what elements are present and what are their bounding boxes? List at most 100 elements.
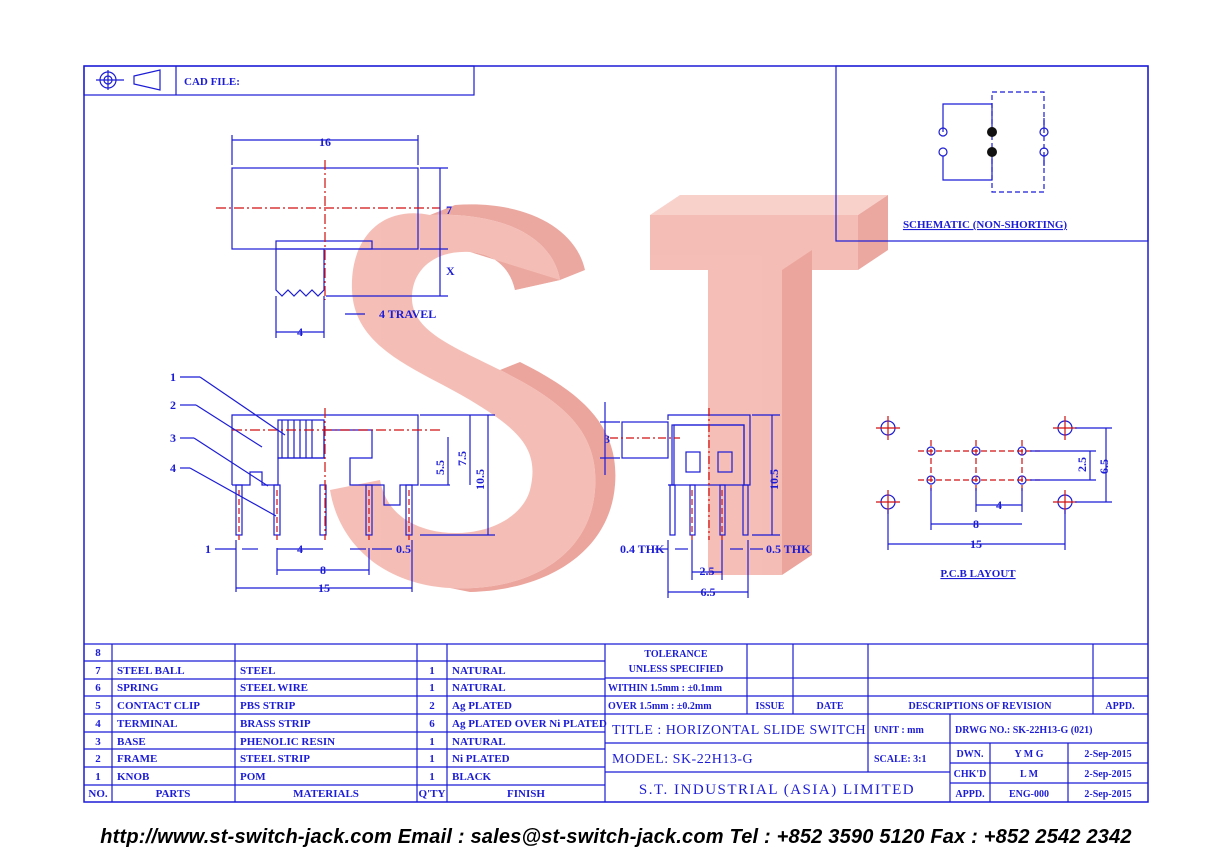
svg-text:Q'TY: Q'TY [419, 788, 446, 800]
contact-footer: http://www.st-switch-jack.com Email : sa… [100, 826, 1132, 848]
top-view [216, 135, 448, 338]
tolerance-block: TOLERANCE UNLESS SPECIFIED WITHIN 1.5mm … [608, 649, 723, 712]
dim-10-5: 10.5 [473, 469, 487, 490]
dim-side-6-5: 6.5 [701, 585, 716, 599]
model-number: MODEL: SK-22H13-G [612, 752, 753, 767]
svg-text:1: 1 [429, 771, 435, 783]
svg-text:7: 7 [95, 665, 101, 677]
svg-text:2-Sep-2015: 2-Sep-2015 [1084, 789, 1131, 800]
svg-text:2: 2 [95, 753, 101, 765]
dim-top-4: 4 [297, 325, 303, 339]
svg-text:Ag PLATED OVER Ni PLATED: Ag PLATED OVER Ni PLATED [452, 718, 607, 730]
dim-3: 3 [604, 432, 610, 446]
svg-text:MATERIALS: MATERIALS [293, 788, 359, 800]
dim-1: 1 [205, 542, 211, 556]
tolerance-title: TOLERANCE [644, 649, 707, 660]
svg-text:2-Sep-2015: 2-Sep-2015 [1084, 749, 1131, 760]
svg-text:KNOB: KNOB [117, 771, 150, 783]
tolerance-line-2: OVER 1.5mm : ±0.2mm [608, 701, 712, 712]
schematic-diagram: SCHEMATIC (NON-SHORTING) [835, 65, 1149, 242]
dim-5-5: 5.5 [433, 460, 447, 475]
svg-text:STEEL BALL: STEEL BALL [117, 665, 185, 677]
svg-text:1: 1 [429, 665, 435, 677]
svg-text:CHK'D: CHK'D [954, 769, 987, 780]
svg-text:CONTACT CLIP: CONTACT CLIP [117, 700, 200, 712]
svg-text:DESCRIPTIONS OF REVISION: DESCRIPTIONS OF REVISION [909, 701, 1053, 712]
dim-0-5: 0.5 [396, 542, 411, 556]
cad-file-label: CAD FILE: [184, 76, 240, 88]
svg-text:TERMINAL: TERMINAL [117, 718, 178, 730]
svg-text:DATE: DATE [816, 701, 843, 712]
sheet-border [83, 65, 1149, 803]
svg-text:DWN.: DWN. [957, 749, 984, 760]
dim-7-5: 7.5 [455, 451, 469, 466]
svg-text:FINISH: FINISH [507, 788, 545, 800]
svg-text:2: 2 [429, 700, 435, 712]
svg-text:FRAME: FRAME [117, 753, 157, 765]
parts-row-8: 8 [95, 647, 101, 659]
svg-text:PBS STRIP: PBS STRIP [240, 700, 296, 712]
side-view [600, 402, 780, 598]
svg-text:6: 6 [429, 718, 435, 730]
svg-text:1: 1 [429, 753, 435, 765]
parts-row-6: 6 SPRING STEEL WIRE 1 NATURAL [95, 682, 505, 694]
pcb-dim-2-5: 2.5 [1075, 457, 1089, 472]
svg-text:SPRING: SPRING [117, 682, 159, 694]
svg-text:BASE: BASE [117, 736, 146, 748]
dim-x: X [446, 264, 455, 278]
pcb-caption: P.C.B LAYOUT [940, 568, 1016, 580]
svg-text:APPD.: APPD. [1105, 701, 1135, 712]
svg-text:STEEL: STEEL [240, 665, 275, 677]
bottom-table-lines [84, 643, 1148, 802]
title-block: TITLE : HORIZONTAL SLIDE SWITCH UNIT : m… [612, 723, 1132, 800]
dim-0-5-thk: 0.5 THK [766, 542, 811, 556]
pcb-layout [876, 416, 1112, 550]
svg-text:PARTS: PARTS [156, 788, 191, 800]
svg-text:APPD.: APPD. [955, 789, 985, 800]
svg-text:PHENOLIC RESIN: PHENOLIC RESIN [240, 736, 335, 748]
svg-text:Ni PLATED: Ni PLATED [452, 753, 510, 765]
callout-1: 1 [170, 370, 176, 384]
svg-text:2-Sep-2015: 2-Sep-2015 [1084, 769, 1131, 780]
st-watermark-logo [330, 195, 888, 592]
pcb-dim-6-5: 6.5 [1097, 459, 1111, 474]
dim-16: 16 [319, 135, 331, 149]
svg-text:BLACK: BLACK [452, 771, 492, 783]
svg-text:1: 1 [429, 736, 435, 748]
svg-text:6: 6 [95, 682, 101, 694]
front-view [180, 376, 495, 592]
parts-table-header: NO. PARTS MATERIALS Q'TY FINISH [88, 788, 545, 800]
unit-label: UNIT : mm [874, 725, 924, 736]
parts-row-2: 2 FRAME STEEL STRIP 1 Ni PLATED [95, 753, 509, 765]
svg-text:STEEL STRIP: STEEL STRIP [240, 753, 310, 765]
svg-text:STEEL WIRE: STEEL WIRE [240, 682, 308, 694]
svg-text:BRASS STRIP: BRASS STRIP [240, 718, 311, 730]
svg-text:1: 1 [429, 682, 435, 694]
svg-text:4: 4 [95, 718, 101, 730]
svg-text:3: 3 [95, 736, 101, 748]
scale-label: SCALE: 3:1 [874, 754, 927, 765]
svg-text:POM: POM [240, 771, 266, 783]
header-strip: CAD FILE: [83, 65, 475, 96]
callout-4: 4 [170, 461, 176, 475]
parts-row-7: 7 STEEL BALL STEEL 1 NATURAL [95, 665, 505, 677]
pcb-dim-8: 8 [973, 517, 979, 531]
dim-4-travel: 4 TRAVEL [379, 307, 436, 321]
dim-front-8: 8 [320, 563, 326, 577]
svg-text:NO.: NO. [88, 788, 108, 800]
company-name: S.T. INDUSTRIAL (ASIA) LIMITED [639, 782, 915, 798]
drawing-number: DRWG NO.: SK-22H13-G (021) [955, 725, 1092, 736]
svg-text:Y M G: Y M G [1014, 749, 1043, 760]
dim-side-2-5: 2.5 [700, 564, 715, 578]
svg-text:ISSUE: ISSUE [756, 701, 785, 712]
dim-7: 7 [446, 203, 452, 217]
parts-row-4: 4 TERMINAL BRASS STRIP 6 Ag PLATED OVER Ni P… [95, 718, 607, 730]
dim-side-10-5: 10.5 [767, 469, 781, 490]
tolerance-line-1: WITHIN 1.5mm : ±0.1mm [608, 683, 723, 694]
svg-text:NATURAL: NATURAL [452, 665, 506, 677]
callout-2: 2 [170, 398, 176, 412]
svg-text:NATURAL: NATURAL [452, 682, 506, 694]
